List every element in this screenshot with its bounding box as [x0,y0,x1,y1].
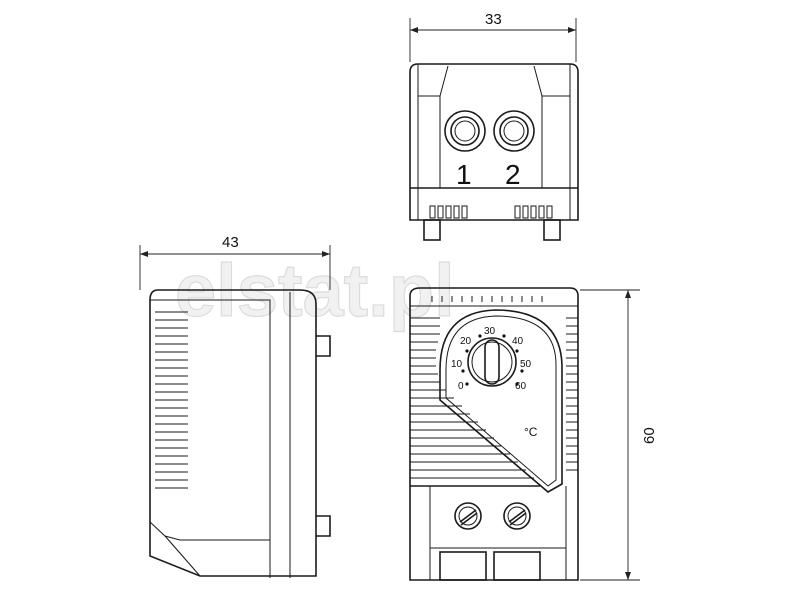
scale-label-10: 10 [451,359,463,370]
scale-label-20: 20 [460,336,472,347]
dimension-top-width: 33 [409,11,577,62]
top-view-vents [429,205,553,219]
front-view-top-vents [431,296,543,302]
scale-unit: °C [524,425,538,439]
terminal-hole-1 [444,110,486,152]
dimension-top-width-label: 33 [485,11,502,28]
screw-terminal-2 [503,502,531,530]
temperature-scale: 0 10 20 30 40 50 60 °C [451,326,538,439]
dimension-side-width-label: 43 [222,234,239,251]
dimension-side-width: 43 [139,234,331,290]
dimension-height: 60 [580,289,658,581]
temperature-dial[interactable] [467,337,517,387]
terminal-hole-2 [493,110,535,152]
scale-label-60: 60 [515,381,527,392]
terminal-label-1: 1 [456,159,472,190]
front-view: 60 [409,287,658,581]
scale-label-30: 30 [484,326,496,337]
scale-label-50: 50 [520,359,532,370]
side-view-vents [155,311,188,489]
watermark-text: elstat.pl [175,249,455,332]
scale-label-40: 40 [512,336,524,347]
top-view: 33 1 2 [409,11,579,241]
dimension-height-label: 60 [641,427,658,444]
scale-label-0: 0 [458,381,464,392]
screw-terminal-1 [454,502,482,530]
terminal-label-2: 2 [505,159,521,190]
side-view: 43 [139,234,331,578]
